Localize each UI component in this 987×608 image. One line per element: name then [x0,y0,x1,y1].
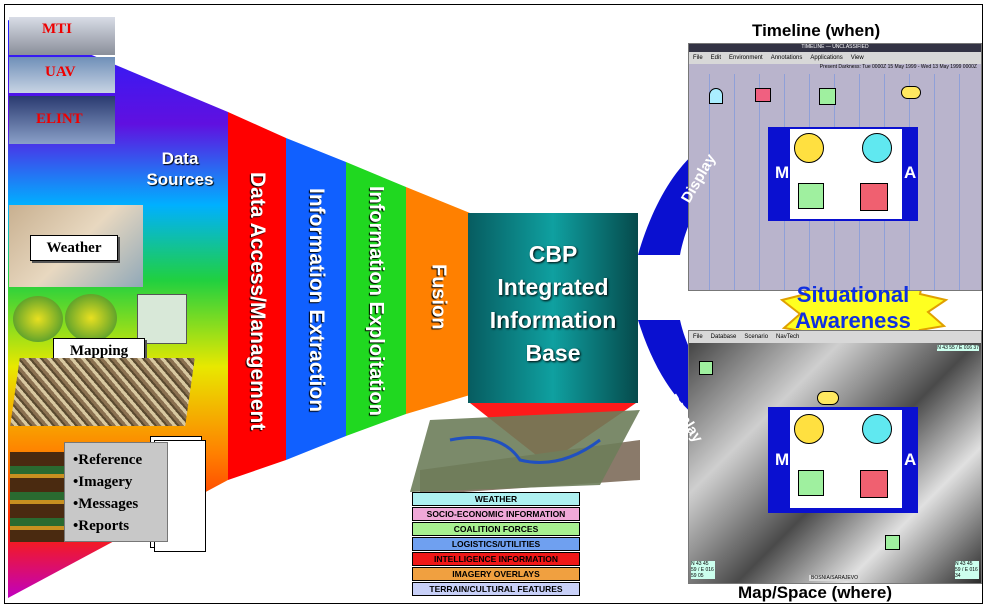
mti-image [9,17,115,55]
terrain-image [410,410,640,492]
layer-logistics: LOGISTICS/UTILITIES [412,537,580,551]
weather-label: Weather [30,235,118,261]
map-coord-left: N 43 45 59 / E 016 59 05 [691,561,715,579]
timeline-window-title: TIMELINE — UNCLASSIFIED [689,44,981,52]
layer-weather: WEATHER [412,492,580,506]
stage-data-access: Data Access/Management [246,171,269,431]
timeline-menu-edit[interactable]: Edit [710,55,722,61]
map-status: BOSNIA/SARAJEVO [809,575,860,581]
elint-image [9,96,115,144]
map-window: File Database Scenario NavTech N 43 55 /… [688,330,982,584]
timeline-menu: File Edit Environment Annotations Applic… [689,52,981,64]
stage-info-extraction: Information Extraction [305,187,328,413]
band-fusion [406,187,470,414]
mti-label: MTI [42,21,72,37]
doc-item-imagery: •Imagery [73,474,133,490]
map-title: Map/Space (where) [738,583,892,602]
elint-label: ELINT [36,111,83,127]
doc-item-reports: •Reports [73,518,130,534]
display-m-top: M [775,163,790,182]
timeline-menu-file[interactable]: File [693,55,703,61]
uav-label: UAV [45,64,76,80]
map-icon-cloud [817,391,839,405]
band-data-access [228,112,286,480]
map-menu-file[interactable]: File [693,334,703,340]
display-a-top: A [904,163,917,182]
stage-fusion: Fusion [427,264,450,330]
display-panel-top-inner [790,129,902,219]
timeline-icon-cloud [901,86,921,99]
display-panel-bottom-inner [790,410,902,508]
band-info-exploitation [346,162,406,436]
imagery-texture [10,358,195,426]
timeline-menu-applications[interactable]: Applications [810,55,843,61]
display-a-bottom: A [904,450,917,469]
core-title: CBP Integrated Information Base [489,241,617,366]
layer-stack: WEATHER SOCIO-ECONOMIC INFORMATION COALI… [412,492,602,602]
diagram-frame [4,4,983,604]
timeline-icon-dome [709,88,723,104]
timeline-menu-view[interactable]: View [850,55,864,61]
map-coord-right-top: N 43 55 / E 016 37 [937,345,979,351]
doc-item-reference: •Reference [73,452,143,468]
timeline-icon-house [755,88,771,102]
map-icon-square [699,361,713,375]
data-sources-label: Data Sources [146,149,214,189]
timeline-menu-environment[interactable]: Environment [729,55,763,61]
layer-terrain: TERRAIN/CULTURAL FEATURES [412,582,580,596]
document-list: •Reference •Imagery •Messages •Reports [64,442,168,542]
timeline-menu-annotations[interactable]: Annotations [770,55,803,61]
stage-info-exploitation: Information Exploitation [365,186,387,416]
map-menu-scenario[interactable]: Scenario [744,334,769,340]
uav-image [9,57,115,93]
map-menu-database[interactable]: Database [710,334,737,340]
map-menu-navtech[interactable]: NavTech [776,334,800,340]
map-coord-right-bottom: N 43 45 59 / E 016 34 [955,561,979,579]
doc-item-messages: •Messages [73,496,139,512]
core-box [468,213,638,403]
layer-coalition-forces: COALITION FORCES [412,522,580,536]
books-image [10,452,70,542]
map-menu: File Database Scenario NavTech [689,331,981,343]
layer-imagery-overlays: IMAGERY OVERLAYS [412,567,580,581]
map-icon-square-2 [885,535,900,550]
globe-maps [9,290,189,348]
timeline-icon-square [819,88,836,105]
band-info-extraction [286,138,346,460]
situational-awareness: Situational Awareness [795,282,911,333]
timeline-title: Timeline (when) [752,21,881,40]
layer-socio-economic: SOCIO-ECONOMIC INFORMATION [412,507,580,521]
timeline-status: Present Darkness: Tue 0000Z 15 May 1999 … [819,64,977,70]
layer-intelligence: INTELLIGENCE INFORMATION [412,552,580,566]
display-m-bottom: M [775,450,790,469]
